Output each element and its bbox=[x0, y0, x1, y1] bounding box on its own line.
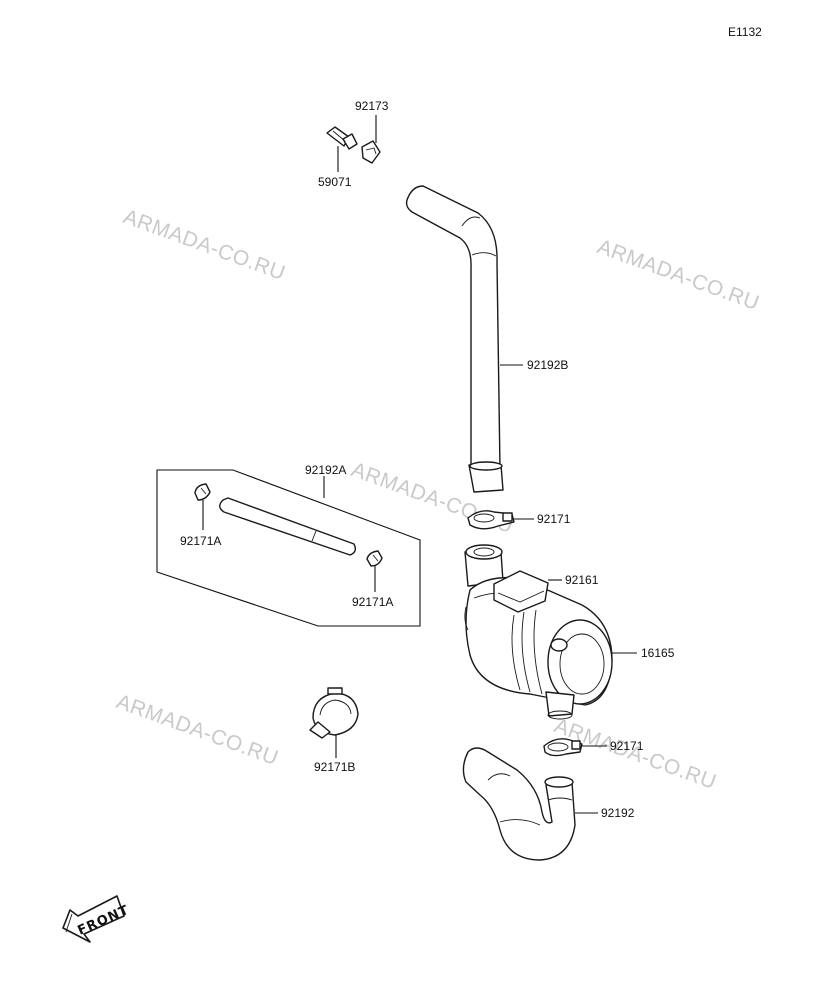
callout-92161[interactable]: 92161 bbox=[565, 573, 599, 587]
callout-59071[interactable]: 59071 bbox=[318, 175, 352, 189]
hose-92192A[interactable] bbox=[219, 497, 357, 556]
clamp-92171A-left[interactable] bbox=[194, 483, 211, 501]
clamp-92171B[interactable] bbox=[309, 687, 359, 739]
callout-92171A-right[interactable]: 92171A bbox=[352, 595, 393, 609]
callout-92192A[interactable]: 92192A bbox=[305, 463, 346, 477]
watermark: ARMADA-CO.RU bbox=[113, 690, 281, 770]
clamp-92173[interactable] bbox=[361, 140, 381, 164]
callout-92173[interactable]: 92173 bbox=[355, 99, 389, 113]
clamp-92171-bottom[interactable] bbox=[543, 738, 583, 757]
callout-92171A-left[interactable]: 92171A bbox=[180, 534, 221, 548]
callout-92192B[interactable]: 92192B bbox=[527, 358, 568, 372]
watermark: ARMADA-CO.RU bbox=[551, 714, 719, 794]
callout-92171B[interactable]: 92171B bbox=[314, 760, 355, 774]
hose-92192B[interactable] bbox=[405, 185, 504, 493]
watermark: ARMADA-CO.RU bbox=[120, 205, 288, 285]
front-arrow: FRONT bbox=[62, 895, 132, 943]
callout-92192[interactable]: 92192 bbox=[601, 806, 635, 820]
clamp-92171-top[interactable] bbox=[467, 510, 515, 530]
watermark: ARMADA-CO.RU bbox=[594, 235, 762, 315]
callout-16165[interactable]: 16165 bbox=[641, 646, 675, 660]
callout-92171-top[interactable]: 92171 bbox=[537, 512, 571, 526]
kit-box-92192A bbox=[156, 469, 421, 627]
strainer-16165[interactable] bbox=[464, 544, 613, 720]
fitting-59071[interactable] bbox=[326, 126, 358, 150]
diagram-code: E1132 bbox=[728, 25, 762, 39]
clamp-92171A-right[interactable] bbox=[366, 550, 383, 567]
callout-92171-bottom[interactable]: 92171 bbox=[610, 739, 644, 753]
hose-92192[interactable] bbox=[462, 747, 576, 861]
